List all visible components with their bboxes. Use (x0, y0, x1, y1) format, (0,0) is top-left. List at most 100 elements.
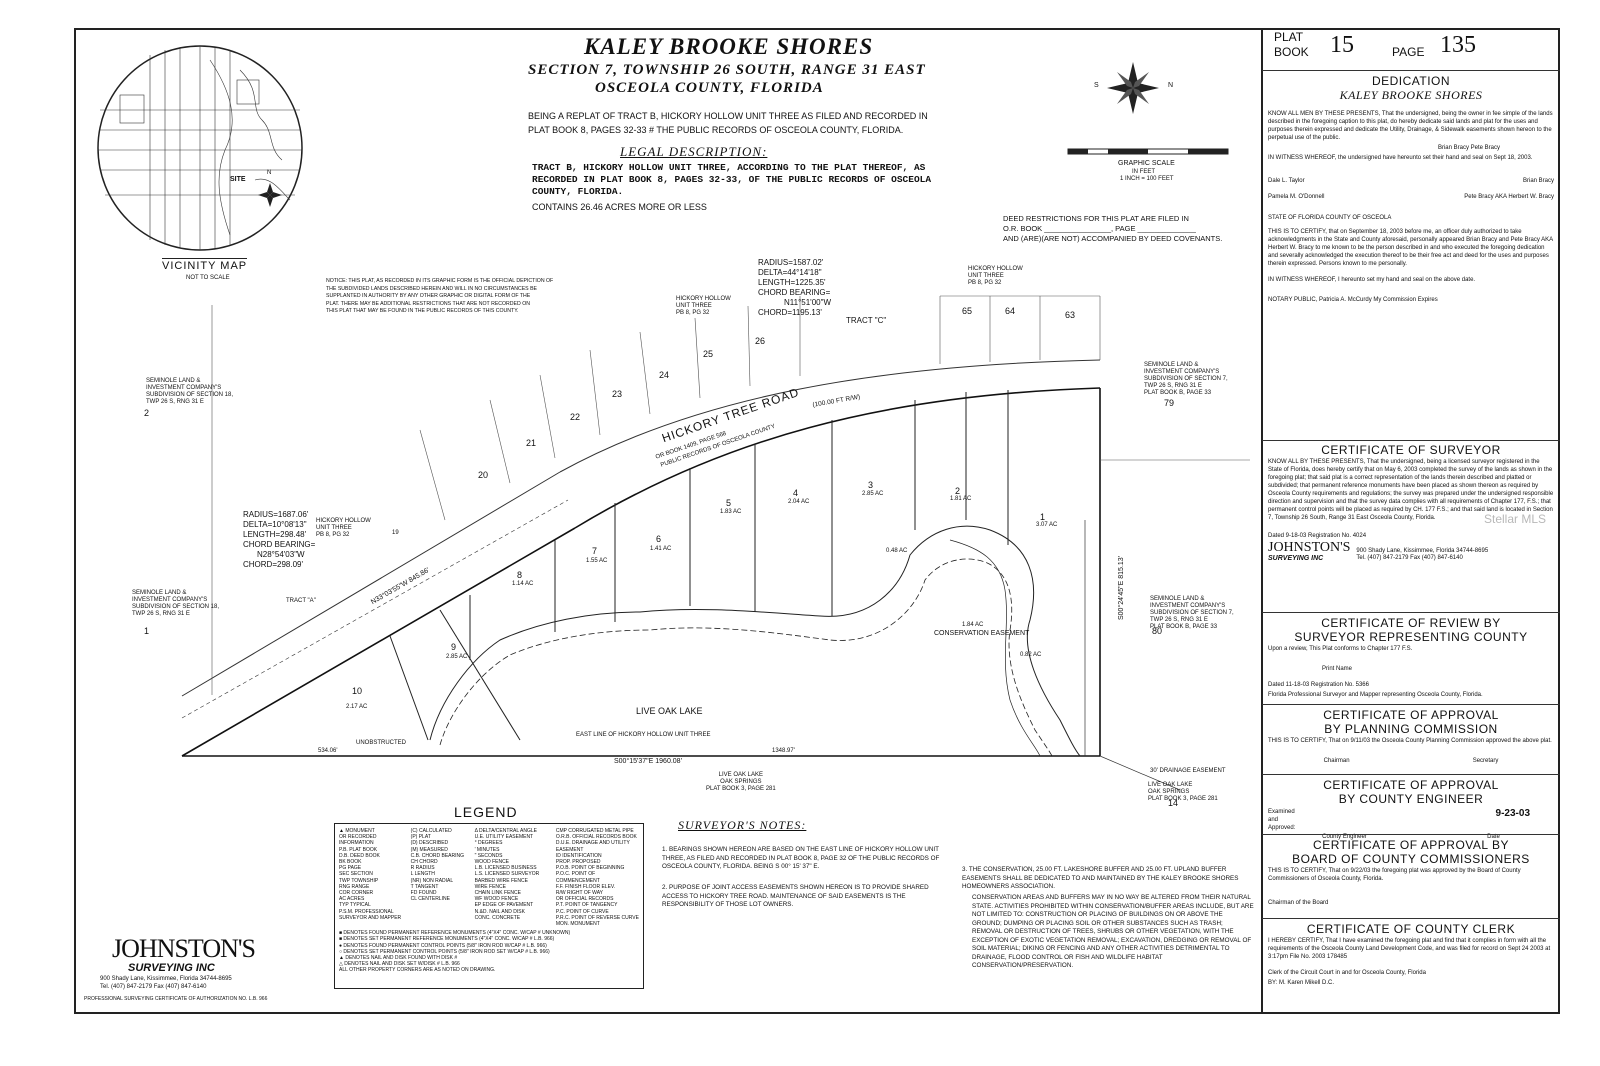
lot-5-acreage: 1.83 AC (720, 509, 742, 515)
adjacent-lot-22: 22 (570, 412, 581, 422)
legal-description-heading: LEGAL DESCRIPTION: (620, 144, 768, 159)
legend-entry: EP EDGE OF PAVEMENT (474, 902, 534, 909)
compass-n-label: N (1168, 82, 1174, 89)
legend-column-2: (C) CALCULATED(P) PLAT(D) DESCRIBED(M) M… (411, 828, 471, 927)
conservation-acreage: 1.84 AC (962, 622, 984, 628)
lot-number-6: 6 (656, 534, 662, 544)
adjacent-lot-21: 21 (526, 438, 537, 448)
curve-data-top: RADIUS=1587.02' DELTA=44°14'18" LENGTH=1… (758, 258, 831, 317)
lot-lines (389, 390, 1009, 741)
lot-10-acreage: 2.17 AC (346, 704, 368, 710)
legend-entry: ● DENOTES FOUND PERMANENT CONTROL POINTS… (339, 942, 547, 949)
lake-label: LIVE OAK LAKE (636, 706, 703, 716)
legend-entry: WIRE FENCE (474, 883, 506, 890)
surveyor-logo-license: PROFESSIONAL SURVEYING CERTIFICATE OF AU… (84, 996, 268, 1002)
south-line-bearing: S00°15'37"E 1960.08' (614, 758, 682, 765)
legend-entry: PG PAGE (339, 865, 362, 872)
east-line-note: EAST LINE OF HICKORY HOLLOW UNIT THREE (576, 732, 711, 738)
legend-entry: WOOD FENCE (474, 859, 510, 866)
legend-entry: ' MINUTES (474, 846, 500, 853)
conservation-easement-label: CONSERVATION EASEMENT (934, 630, 1030, 637)
legend-entry: CMP CORRUGATED METAL PIPE (555, 828, 634, 834)
curve-data-left: RADIUS=1687.06' DELTA=10°08'13" LENGTH=2… (243, 510, 316, 569)
plat-county: OSCEOLA COUNTY, FLORIDA (595, 80, 824, 96)
deed-restrictions: DEED RESTRICTIONS FOR THIS PLAT ARE FILE… (1003, 214, 1223, 243)
vicinity-scale-note: NOT TO SCALE (186, 275, 230, 281)
lot-2-acreage: 1.81 AC (950, 496, 972, 502)
legend-entry: ▲ MONUMENT (339, 828, 375, 834)
legend-entry: P.S.M. PROFESSIONAL SURVEYOR AND MAPPER (339, 908, 402, 921)
legend-entry: F.F. FINISH FLOOR ELEV. (555, 883, 616, 890)
legend-entry: (M) MEASURED (410, 846, 448, 853)
lot-8-acreage: 1.14 AC (512, 581, 534, 587)
graphic-scale-sub1: IN FEET (1132, 169, 1156, 175)
graphic-scale-bar (1067, 148, 1229, 155)
tract-c-label: TRACT "C" (846, 316, 887, 325)
legend-entry: T TANGENT (410, 883, 439, 890)
graphic-scale-sub2: 1 INCH = 100 FEET (1120, 176, 1174, 182)
legend-entry: ID IDENTIFICATION (555, 852, 602, 859)
legend-entry: Δ DELTA/CENTRAL ANGLE (474, 828, 538, 834)
surveyor-notes-heading: SURVEYOR'S NOTES: (678, 818, 807, 832)
legend-entry: (D) DESCRIBED (410, 840, 449, 847)
adjacent-lot-1: 1 (144, 626, 150, 636)
legend-footer: ■ DENOTES FOUND PERMANENT REFERENCE MONU… (339, 930, 639, 973)
adjacent-lot-14: 14 (1168, 798, 1179, 808)
adjacent-lot-19: 19 (392, 530, 399, 536)
misc-acreage-2: 0.82 AC (1020, 652, 1042, 658)
compass-s-label: S (1094, 82, 1099, 89)
lot-9-acreage: 2.85 AC (446, 654, 468, 660)
surveyor-logo-name: JOHNSTON'S (112, 934, 256, 963)
lot-number-4: 4 (793, 488, 799, 498)
adjacent-lot-65: 65 (962, 306, 973, 316)
legend-entry: (C) CALCULATED (410, 828, 452, 834)
unobstructed-label: UNOBSTRUCTED (356, 740, 407, 746)
south-segment-534: 534.06' (318, 748, 338, 754)
vicinity-site-label: SITE (230, 176, 246, 183)
vicinity-map-label: VICINITY MAP (162, 258, 248, 272)
county-surveyor-review-block: CERTIFICATE OF REVIEW BY SURVEYOR REPRES… (1262, 612, 1560, 704)
legend-entry: COR CORNER (339, 890, 374, 897)
county-engineer-block: CERTIFICATE OF APPROVAL BY COUNTY ENGINE… (1262, 774, 1560, 840)
legend-entry: (P) PLAT (410, 834, 431, 841)
legend-entry: ALL OTHER PROPERTY CORNERS ARE AS NOTED … (339, 967, 496, 974)
legend-entry: ▲ DENOTES NAIL AND DISK FOUND WITH DISK … (339, 955, 458, 962)
surveyor-note-2: 2. PURPOSE OF JOINT ACCESS EASEMENTS SHO… (662, 884, 929, 908)
legend-entry: U.E. UTILITY EASEMENT (474, 834, 534, 841)
legend-entry: PROP. PROPOSED (555, 859, 601, 866)
legend-entry: WF WOOD FENCE (474, 896, 519, 903)
legend-entry: D.U.E. DRAINAGE AND UTILITY EASEMENT (555, 840, 630, 853)
legend-entry: TYP TYPICAL (339, 902, 371, 909)
lot-number-2: 2 (955, 486, 961, 496)
lot-number-5: 5 (726, 498, 732, 508)
legend-entry: (NR) NON RADIAL (410, 877, 454, 884)
lot-number-10: 10 (352, 686, 363, 696)
north-arrow-icon (1107, 62, 1159, 114)
surveyor-note-1: 1. BEARINGS SHOWN HEREON ARE BASED ON TH… (662, 846, 940, 870)
surveyor-logo-sub: SURVEYING INC (128, 962, 215, 974)
lake-shoreline (429, 525, 1081, 757)
surveyor-note-3b: CONSERVATION AREAS AND BUFFERS MAY IN NO… (972, 894, 1254, 969)
legend-entry: P.C. POINT OF CURVE (555, 908, 609, 915)
legend-entry: ■ DENOTES FOUND PERMANENT REFERENCE MONU… (339, 930, 571, 937)
legend-entry: CH CHORD (410, 859, 438, 866)
adjacent-lot-80: 80 (1152, 626, 1163, 636)
lot-7-acreage: 1.55 AC (586, 558, 608, 564)
legend-entry: △ DENOTES NAIL AND DISK SET W/DISK # L.B… (339, 961, 460, 968)
parcel-boundary (181, 387, 1101, 757)
plat-book-number: 15 (1330, 32, 1354, 58)
legend-entry: CHAIN LINK FENCE (474, 890, 521, 897)
legal-line-1: TRACT B, HICKORY HOLLOW UNIT THREE, ACCO… (532, 162, 926, 173)
legend-entry: N.&D. NAIL AND DISK (474, 908, 525, 915)
